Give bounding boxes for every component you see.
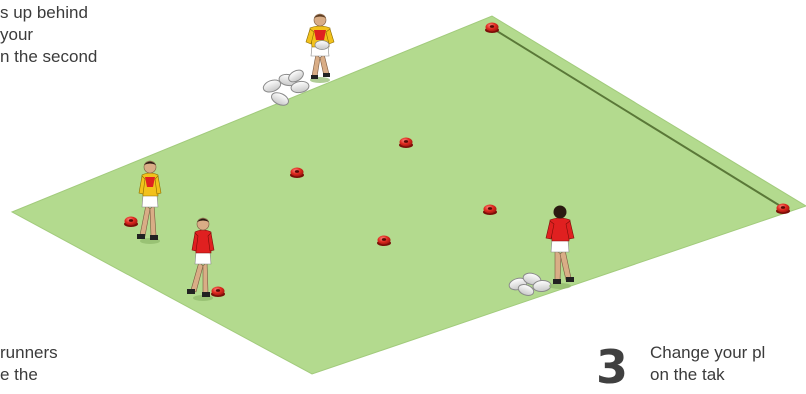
cone-icon: [399, 138, 413, 149]
note-line: on the tak: [650, 364, 765, 386]
cone-icon: [485, 23, 499, 34]
step-number: 3: [596, 344, 628, 390]
drill-diagram: [0, 0, 806, 375]
cone-icon: [377, 236, 391, 247]
note-line: Change your pl: [650, 342, 765, 364]
cone-icon: [290, 168, 304, 179]
cone-icon: [776, 204, 790, 215]
instruction-note-3: Change your pl on the tak: [650, 342, 765, 386]
note-line: n the second: [0, 46, 97, 68]
note-line: runners: [0, 342, 58, 364]
note-line: e the: [0, 364, 58, 386]
pitch: [12, 16, 806, 374]
cone-icon: [211, 287, 225, 298]
instruction-note-2: runners e the: [0, 342, 58, 386]
note-line: s up behind: [0, 2, 97, 24]
cone-icon: [483, 205, 497, 216]
note-line: your: [0, 24, 97, 46]
player-figure-icon: [306, 14, 334, 83]
cone-icon: [124, 217, 138, 228]
instruction-note-1: s up behind your n the second: [0, 2, 97, 68]
